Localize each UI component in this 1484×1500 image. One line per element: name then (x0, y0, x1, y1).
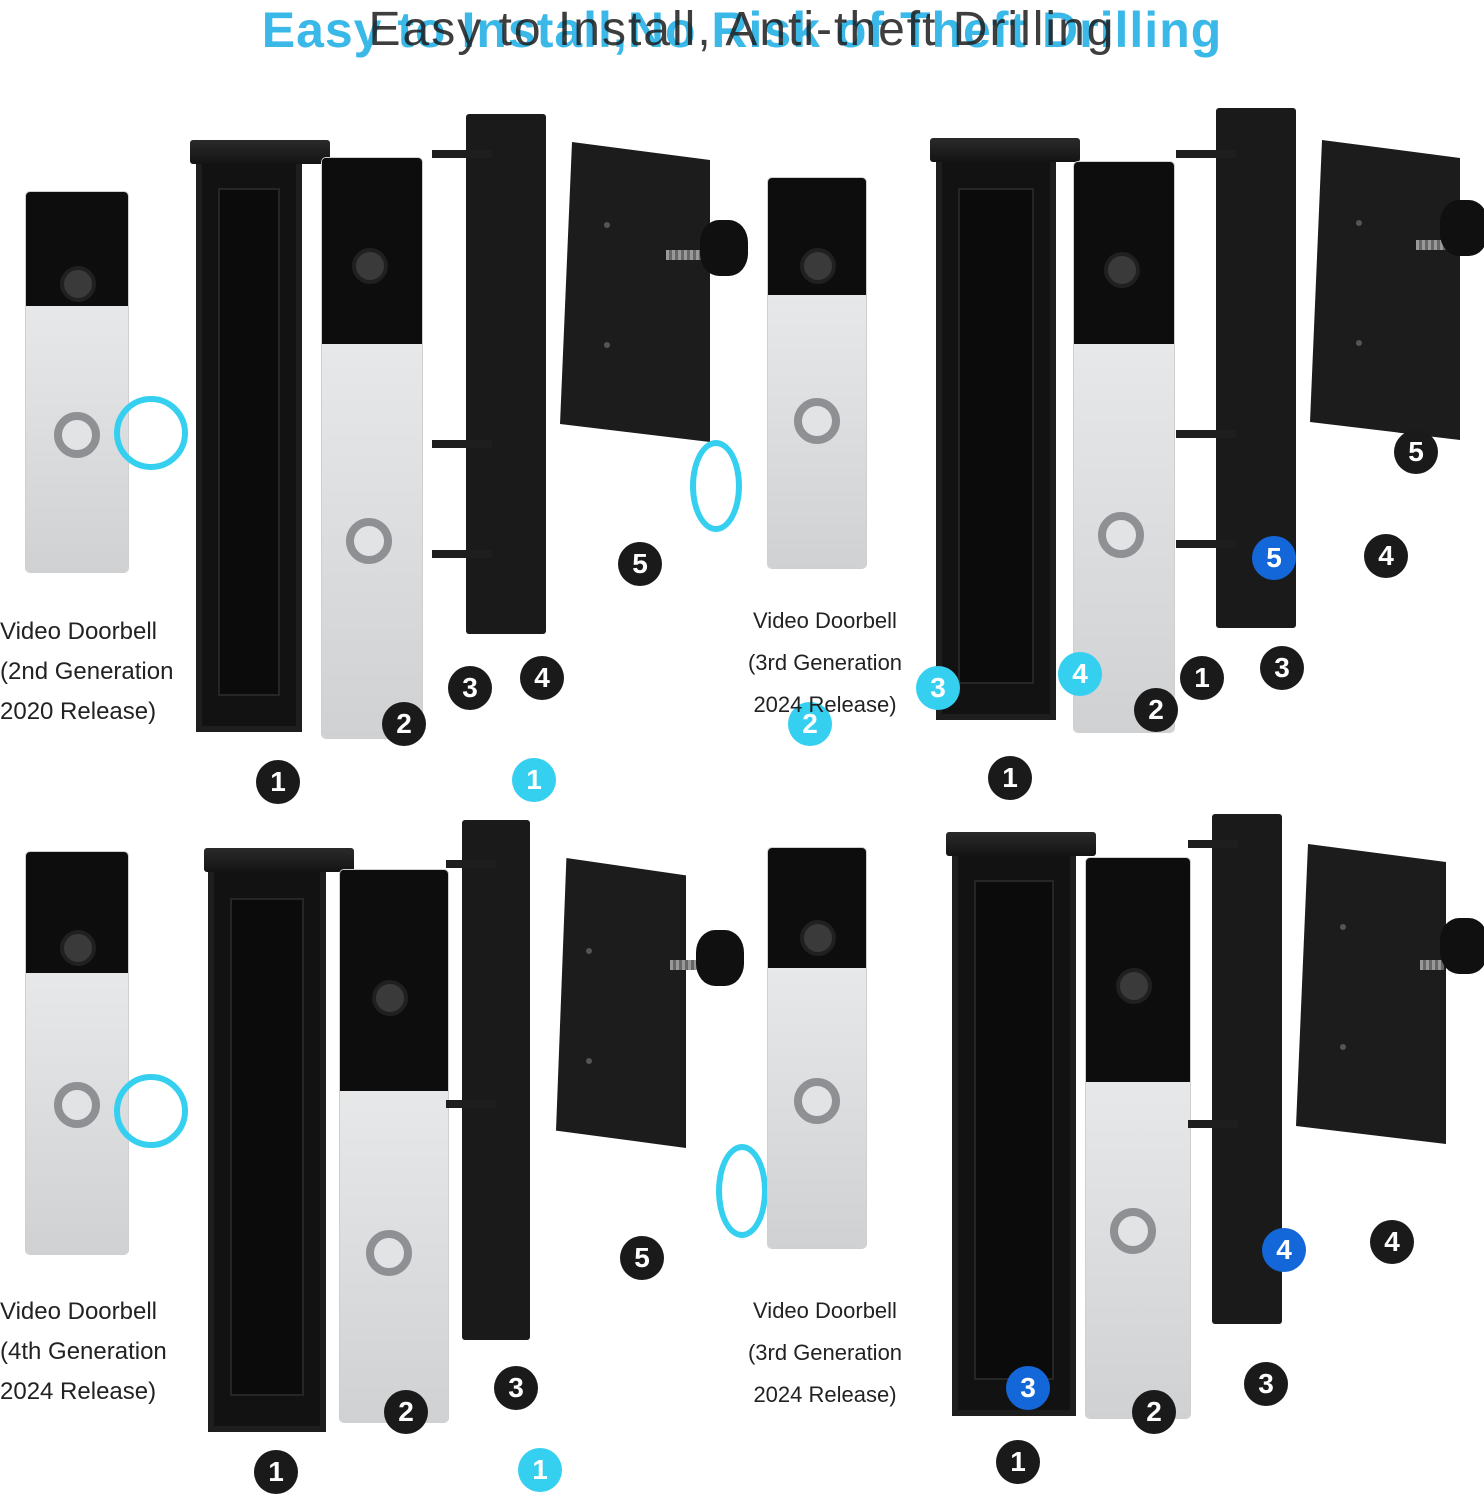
mount-bracket-top (946, 832, 1096, 856)
screw-knob-icon (1440, 918, 1484, 974)
step-number: 5 (1394, 430, 1438, 474)
wall-plate (1310, 140, 1460, 440)
step-number: 4 (1370, 1220, 1414, 1264)
step-number: 1 (996, 1440, 1040, 1484)
doorbell-button-icon (1098, 512, 1144, 558)
camera-lens-icon (800, 248, 836, 284)
step-number: 2 (382, 702, 426, 746)
mount-frame (208, 862, 326, 1432)
screw-knob-icon (696, 930, 744, 986)
step-number: 2 (1132, 1390, 1176, 1434)
panel-top-right: 1 2 3 4 5 1 2 3 4 5 Video Doorbell (3rd … (740, 90, 1484, 810)
panel-caption: Video Doorbell (3rd Generation 2024 Rele… (747, 1298, 903, 1407)
highlight-circle (716, 1144, 768, 1238)
doorbell-button-icon (346, 518, 392, 564)
headline-ghost-text: Easy to Install, Anti-theft Drilling (368, 3, 1116, 56)
step-number: 3 (1260, 646, 1304, 690)
panel-bottom-right: 1 2 3 3 4 4 Video Doorbell (3rd Generati… (740, 800, 1484, 1500)
step-number: 4 (1262, 1228, 1306, 1272)
wall-plate (556, 858, 686, 1148)
mount-bracket-top (190, 140, 330, 164)
step-number: 1 (254, 1450, 298, 1494)
doorbell-button-icon (366, 1230, 412, 1276)
headline: Easy to Install, Anti-theft Drilling Eas… (0, 0, 1484, 64)
doorbell-button-icon (54, 1082, 100, 1128)
doorbell-image (768, 178, 866, 568)
step-number: 4 (1364, 534, 1408, 578)
camera-lens-icon (352, 248, 388, 284)
mount-frame (952, 844, 1076, 1416)
step-number: 5 (1252, 536, 1296, 580)
step-number: 3 (448, 666, 492, 710)
doorbell-image (26, 192, 128, 572)
screw-knob-icon (1440, 200, 1484, 256)
camera-lens-icon (1116, 968, 1152, 1004)
panel-caption: Video Doorbell (4th Generation 2024 Rele… (0, 1298, 167, 1405)
step-number: 3 (494, 1366, 538, 1410)
mount-frame (196, 152, 302, 732)
wedge-bracket (466, 114, 546, 634)
camera-lens-icon (1104, 252, 1140, 288)
highlight-circle (114, 396, 188, 470)
camera-lens-icon (372, 980, 408, 1016)
panel-caption: Video Doorbell (2nd Generation 2020 Rele… (0, 618, 174, 725)
step-number: 2 (1134, 688, 1178, 732)
doorbell-button-icon (794, 1078, 840, 1124)
camera-lens-icon (800, 920, 836, 956)
step-number: 1 (518, 1448, 562, 1492)
camera-lens-icon (60, 266, 96, 302)
step-number: 3 (1006, 1366, 1050, 1410)
doorbell-image (1074, 162, 1174, 732)
step-number: 1 (512, 758, 556, 802)
doorbell-image (768, 848, 866, 1248)
camera-lens-icon (60, 930, 96, 966)
step-number: 2 (788, 702, 832, 746)
step-number: 5 (618, 542, 662, 586)
screw-knob-icon (700, 220, 748, 276)
step-number: 5 (620, 1236, 664, 1280)
doorbell-image (1086, 858, 1190, 1418)
doorbell-button-icon (54, 412, 100, 458)
panel-bottom-left: 1 1 2 3 5 Video Doorbell (4th Generation… (0, 800, 768, 1500)
mount-bracket-top (930, 138, 1080, 162)
wall-plate (560, 142, 710, 442)
mount-bracket-top (204, 848, 354, 872)
step-number: 1 (988, 756, 1032, 800)
wedge-bracket (462, 820, 530, 1340)
doorbell-image (340, 870, 448, 1422)
doorbell-button-icon (794, 398, 840, 444)
doorbell-image (26, 852, 128, 1254)
headline-text: Easy to Install,No Risk of Theft Drillin… (261, 2, 1223, 58)
step-number: 3 (916, 666, 960, 710)
step-number: 1 (256, 760, 300, 804)
highlight-circle (690, 440, 742, 532)
step-number: 4 (520, 656, 564, 700)
panel-caption: Video Doorbell (3rd Generation 2024 Rele… (747, 608, 903, 717)
step-number: 4 (1058, 652, 1102, 696)
panel-top-left: 1 1 2 3 4 5 Video Doorbell (2nd Generati… (0, 90, 760, 810)
highlight-circle (114, 1074, 188, 1148)
wall-plate (1296, 844, 1446, 1144)
doorbell-image (322, 158, 422, 738)
step-number: 2 (384, 1390, 428, 1434)
doorbell-button-icon (1110, 1208, 1156, 1254)
step-number: 1 (1180, 656, 1224, 700)
mount-frame (936, 152, 1056, 720)
step-number: 3 (1244, 1362, 1288, 1406)
